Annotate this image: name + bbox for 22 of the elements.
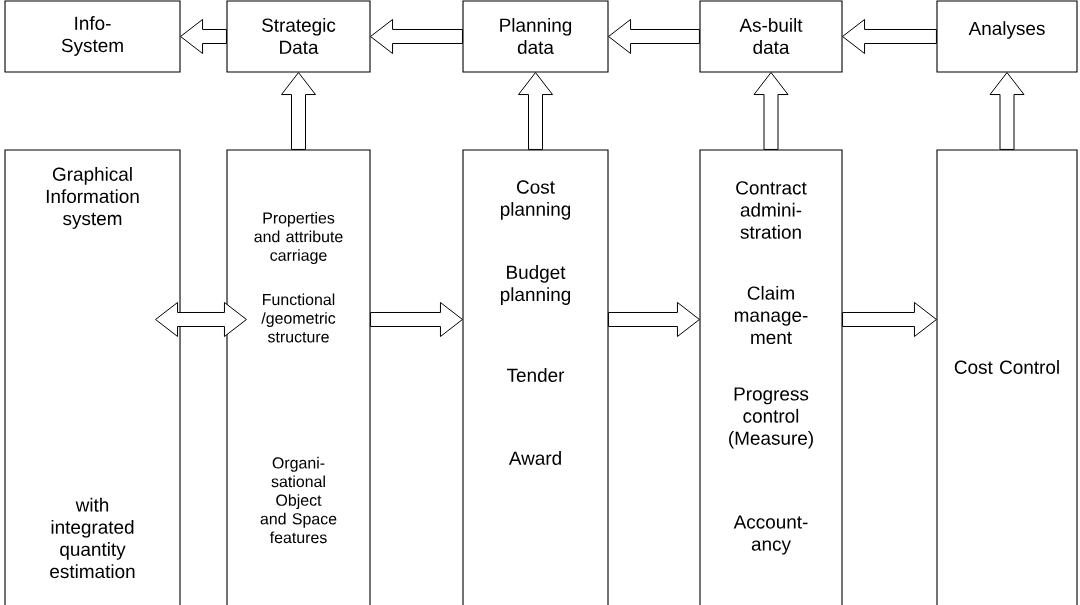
block-arrow bbox=[281, 72, 316, 150]
block-arrow bbox=[518, 72, 553, 150]
block-arrow bbox=[608, 302, 700, 337]
data-box: Info-System bbox=[4, 0, 181, 73]
process-column: Cost Control bbox=[936, 149, 1078, 605]
block-arrow bbox=[842, 19, 937, 54]
process-column: Properties and attribute carriage Functional /geometric structure Organi-sational Object and Space features bbox=[226, 149, 371, 605]
data-box: Planning data bbox=[462, 0, 609, 73]
data-box: Analyses bbox=[936, 0, 1078, 73]
data-box: Strategic Data bbox=[226, 0, 371, 73]
process-column: Cost planning Budget planning Tender Award bbox=[462, 149, 609, 605]
data-box: As-built data bbox=[699, 0, 843, 73]
block-arrow bbox=[842, 302, 937, 337]
block-arrow bbox=[370, 19, 463, 54]
block-arrow bbox=[370, 302, 463, 337]
process-column: Graphical Information system with integrated quantity estimation bbox=[4, 149, 181, 605]
block-arrow bbox=[753, 72, 789, 150]
block-arrow bbox=[608, 19, 700, 54]
process-column: Contract admini-stration Claim manage-ment Progress control (Measure) Account-ancy bbox=[699, 149, 843, 605]
block-arrow bbox=[180, 19, 227, 54]
block-arrow bbox=[989, 72, 1025, 150]
block-arrow bbox=[155, 302, 247, 337]
